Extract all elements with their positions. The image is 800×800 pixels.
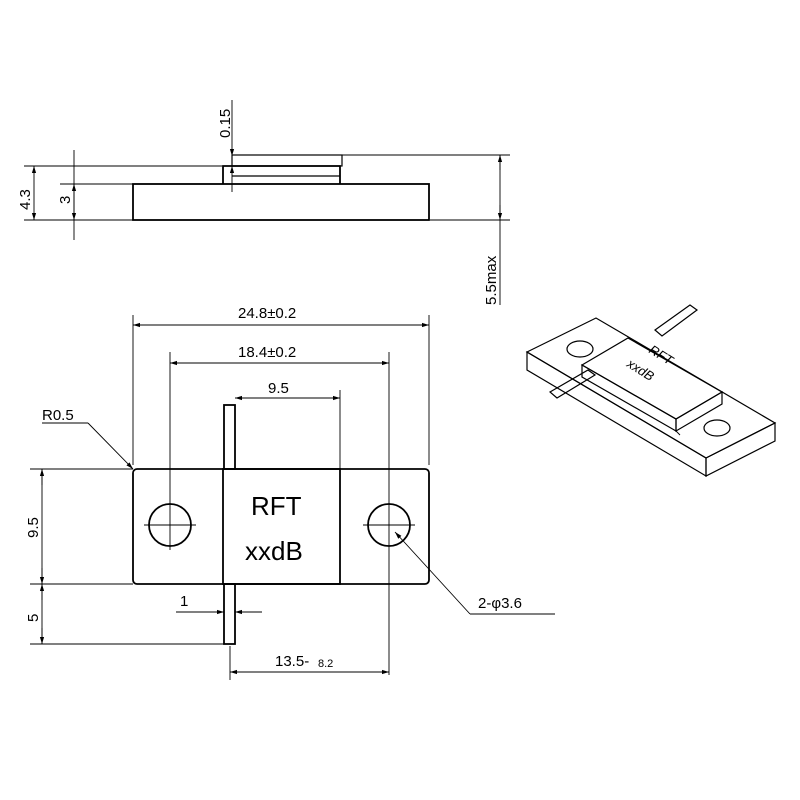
side-view: 0.15 4.3 3 5.5max: [17, 100, 510, 305]
dim-135-tol: 8.2: [318, 658, 333, 670]
top-view: RFT xxdB 24.8±0.2 18.4±0.2 9.5 R0.5 9.5 …: [25, 305, 555, 680]
dim-5: 5: [25, 614, 42, 622]
dim-184: 18.4±0.2: [238, 344, 296, 361]
dim-43: 4.3: [17, 189, 34, 210]
dim-r05: R0.5: [42, 407, 74, 424]
iso-hole-right: [703, 419, 731, 437]
iso-flange-top: [525, 317, 777, 459]
side-flange: [132, 183, 430, 221]
mounting-hole-left: [144, 352, 196, 550]
body-outline: [222, 468, 341, 585]
dim-1: 1: [180, 593, 188, 610]
iso-marking-xxdb: xxdB: [624, 355, 658, 384]
iso-hole-left: [566, 340, 594, 358]
dim-55max: 5.5max: [483, 255, 500, 305]
dim-95-width: 9.5: [268, 380, 289, 397]
flange-outline: [132, 468, 430, 585]
lead-top: [223, 404, 236, 470]
dim-135: 13.5-: [275, 653, 309, 670]
marking-rft: RFT: [251, 491, 302, 521]
iso-marking-rft: RFT: [646, 342, 676, 369]
isometric-view: RFT xxdB: [525, 304, 777, 478]
dim-3: 3: [57, 196, 74, 204]
mounting-hole-right: [363, 352, 415, 675]
dim-holes: 2-φ3.6: [478, 595, 522, 612]
iso-lead-bottom: [548, 369, 597, 399]
lead-bottom: [223, 583, 236, 645]
iso-lead-top: [654, 304, 699, 337]
side-body: [222, 165, 341, 184]
side-lead: [231, 154, 343, 167]
dim-015: 0.15: [217, 109, 234, 138]
marking-xxdb: xxdB: [245, 536, 303, 566]
dim-95-height: 9.5: [25, 517, 42, 538]
dim-248: 24.8±0.2: [238, 305, 296, 322]
